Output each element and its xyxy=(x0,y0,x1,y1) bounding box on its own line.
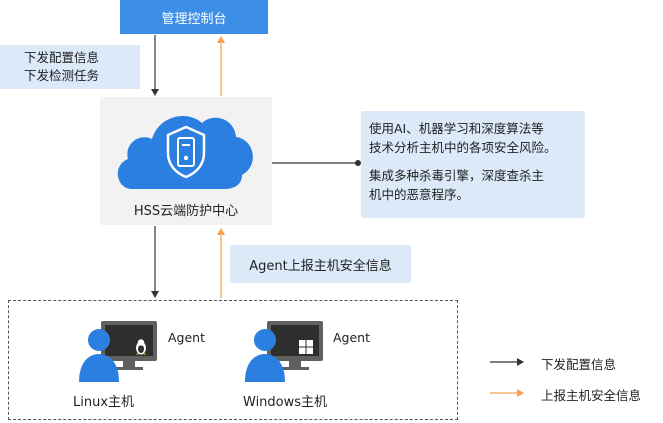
description-line-3: 集成多种杀毒引擎，深度查杀主 xyxy=(369,168,545,183)
legend-report-label: 上报主机安全信息 xyxy=(541,388,642,403)
description-connector-dot xyxy=(355,160,361,166)
management-console-box: 管理控制台 xyxy=(120,0,268,34)
host-area xyxy=(8,300,458,420)
hss-center-box xyxy=(100,97,272,225)
linux-penguin-icon xyxy=(136,339,146,355)
windows-host-icon xyxy=(245,321,323,382)
dispatch-note-line-1: 下发配置信息 xyxy=(24,50,100,65)
dispatch-note: 下发配置信息 下发检测任务 xyxy=(0,45,140,89)
agent-report-note: Agent上报主机安全信息 xyxy=(230,245,411,283)
hss-center-label: HSS云端防护中心 xyxy=(133,204,239,219)
description-line-1: 使用AI、机器学习和深度算法等 xyxy=(369,121,544,136)
dispatch-note-line-2: 下发检测任务 xyxy=(24,68,100,83)
description-line-2: 技术分析主机中的各项安全风险。 xyxy=(369,140,557,155)
legend-dispatch-label: 下发配置信息 xyxy=(541,357,617,372)
windows-logo-icon xyxy=(299,340,313,354)
windows-agent-label: Agent xyxy=(333,330,370,345)
description-line-4: 机中的恶意程序。 xyxy=(369,187,470,202)
hss-description-note: 使用AI、机器学习和深度算法等 技术分析主机中的各项安全风险。 集成多种杀毒引擎… xyxy=(361,111,585,218)
windows-host-label: Windows主机 xyxy=(243,395,328,410)
cloud-shield-icon xyxy=(117,116,253,189)
linux-host-icon xyxy=(79,321,157,382)
linux-agent-label: Agent xyxy=(168,330,205,345)
linux-host-label: Linux主机 xyxy=(73,395,135,410)
